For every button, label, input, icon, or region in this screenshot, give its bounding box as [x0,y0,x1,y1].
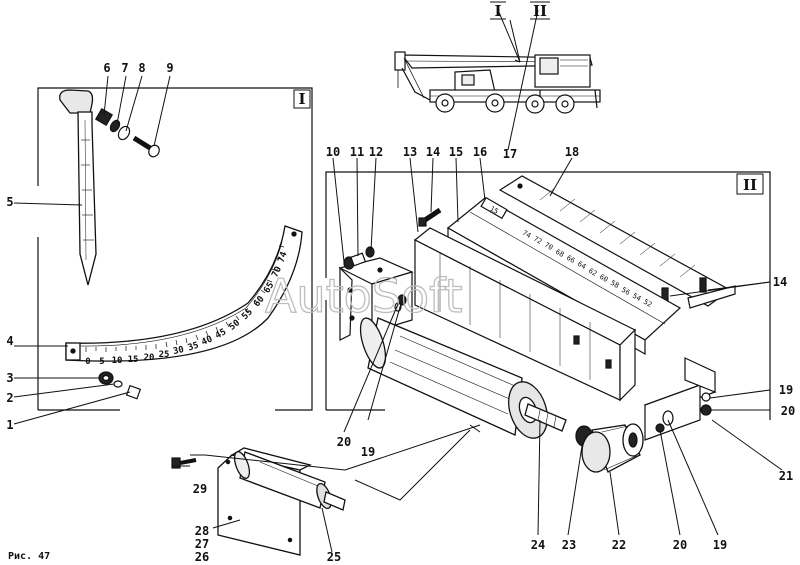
strip-code: 15 [488,205,499,216]
callout-14-top: 14 [426,145,440,159]
callout-26: 26 [195,550,209,564]
roller-part-25 [217,447,346,556]
scale-ticks [85,245,285,352]
scale-num-10: 10 [112,356,123,366]
truck-view-markers: I II [490,1,550,20]
plate-num-7: 60 [598,273,609,284]
gear-hub-part-22 [575,423,644,473]
watermark: AutoSoft [265,269,463,323]
callout-27: 27 [195,537,209,551]
right-bracket [661,277,736,309]
left-bracket [338,246,414,341]
bolt-14 [418,207,442,227]
callout-25: 25 [327,550,341,564]
callout-1: 1 [6,418,13,432]
callout-13: 13 [403,145,417,159]
callout-11: 11 [350,145,364,159]
pointer-arm-part-5 [59,89,97,286]
plate-num-8: 58 [609,279,620,290]
plate-num-3: 68 [554,248,565,259]
plate-num-10: 54 [631,292,642,303]
truck-marker-i: I [494,2,501,20]
callout-6: 6 [103,61,110,75]
plate-num-5: 64 [576,260,587,271]
plate-num-11: 52 [642,298,653,309]
fasteners-1-3 [98,371,142,400]
leader-lines [13,9,783,553]
frame-view-i [37,87,313,411]
callout-14-right: 14 [773,275,787,289]
view-ii-label: II [743,176,757,194]
figure-caption: Рис. 47 [8,551,50,562]
callout-8: 8 [138,61,145,75]
callout-15: 15 [449,145,463,159]
angle-scale-part-4 [65,225,303,362]
callout-18: 18 [565,145,579,159]
callout-3: 3 [6,371,13,385]
fasteners-6-9 [94,107,160,158]
callout-2: 2 [6,391,13,405]
side-bracket-right [643,357,717,441]
callout-10: 10 [326,145,340,159]
crane-truck [394,51,601,114]
callout-17: 17 [503,147,517,161]
scale-num-65: 65 [262,281,276,295]
plate-num-1: 72 [532,235,543,246]
callout-22: 22 [612,538,626,552]
plate-num-9: 56 [620,286,631,297]
scale-num-25: 25 [159,350,170,360]
callout-21: 21 [779,469,793,483]
scale-carrier-part-13 [413,227,637,402]
callout-7: 7 [121,61,128,75]
scale-num-35: 35 [187,341,200,354]
scale-num-70: 70 [270,265,284,279]
view-ii-box [736,173,764,195]
callout-28: 28 [195,524,209,538]
callout-19-bottom: 19 [713,538,727,552]
drum-part-24 [359,317,567,439]
callout-labels: 1 2 3 4 5 6 7 8 9 10 11 12 13 14 15 16 1… [6,61,795,564]
callout-23: 23 [562,538,576,552]
screw-29 [171,457,197,469]
truck-marker-ii: II [533,2,547,20]
callout-16: 16 [473,145,487,159]
callout-12: 12 [369,145,383,159]
plate-num-2: 70 [543,241,554,252]
callout-20-left: 20 [337,435,351,449]
scale-num-15: 15 [128,355,139,365]
callout-4: 4 [6,334,13,348]
callout-20-bottom: 20 [673,538,687,552]
callout-5: 5 [6,195,13,209]
scale-numbers: 0 5 10 15 20 25 30 35 40 45 50 55 60 65 … [85,250,290,367]
callout-19-right: 19 [779,383,793,397]
scale-num-5: 5 [99,357,104,367]
callout-20-right: 20 [781,404,795,418]
plate-numbers: 74 72 70 68 66 64 62 60 58 56 54 52 [521,229,653,309]
scale-num-45: 45 [214,327,228,341]
scale-num-30: 30 [172,345,185,357]
view-i-label: I [298,90,305,108]
scale-num-20: 20 [144,353,155,363]
callout-29: 29 [193,482,207,496]
callout-9: 9 [166,61,173,75]
scale-num-0: 0 [85,357,90,367]
plate-num-4: 66 [565,254,576,265]
assembly-lines [190,19,521,501]
plate-num-6: 62 [587,267,598,278]
plate-num-0: 74 [521,229,532,240]
scale-num-74: 74 [277,250,290,264]
view-i-box [293,89,311,109]
scale-num-40: 40 [200,334,214,348]
callout-19-left: 19 [361,445,375,459]
callout-24: 24 [531,538,545,552]
